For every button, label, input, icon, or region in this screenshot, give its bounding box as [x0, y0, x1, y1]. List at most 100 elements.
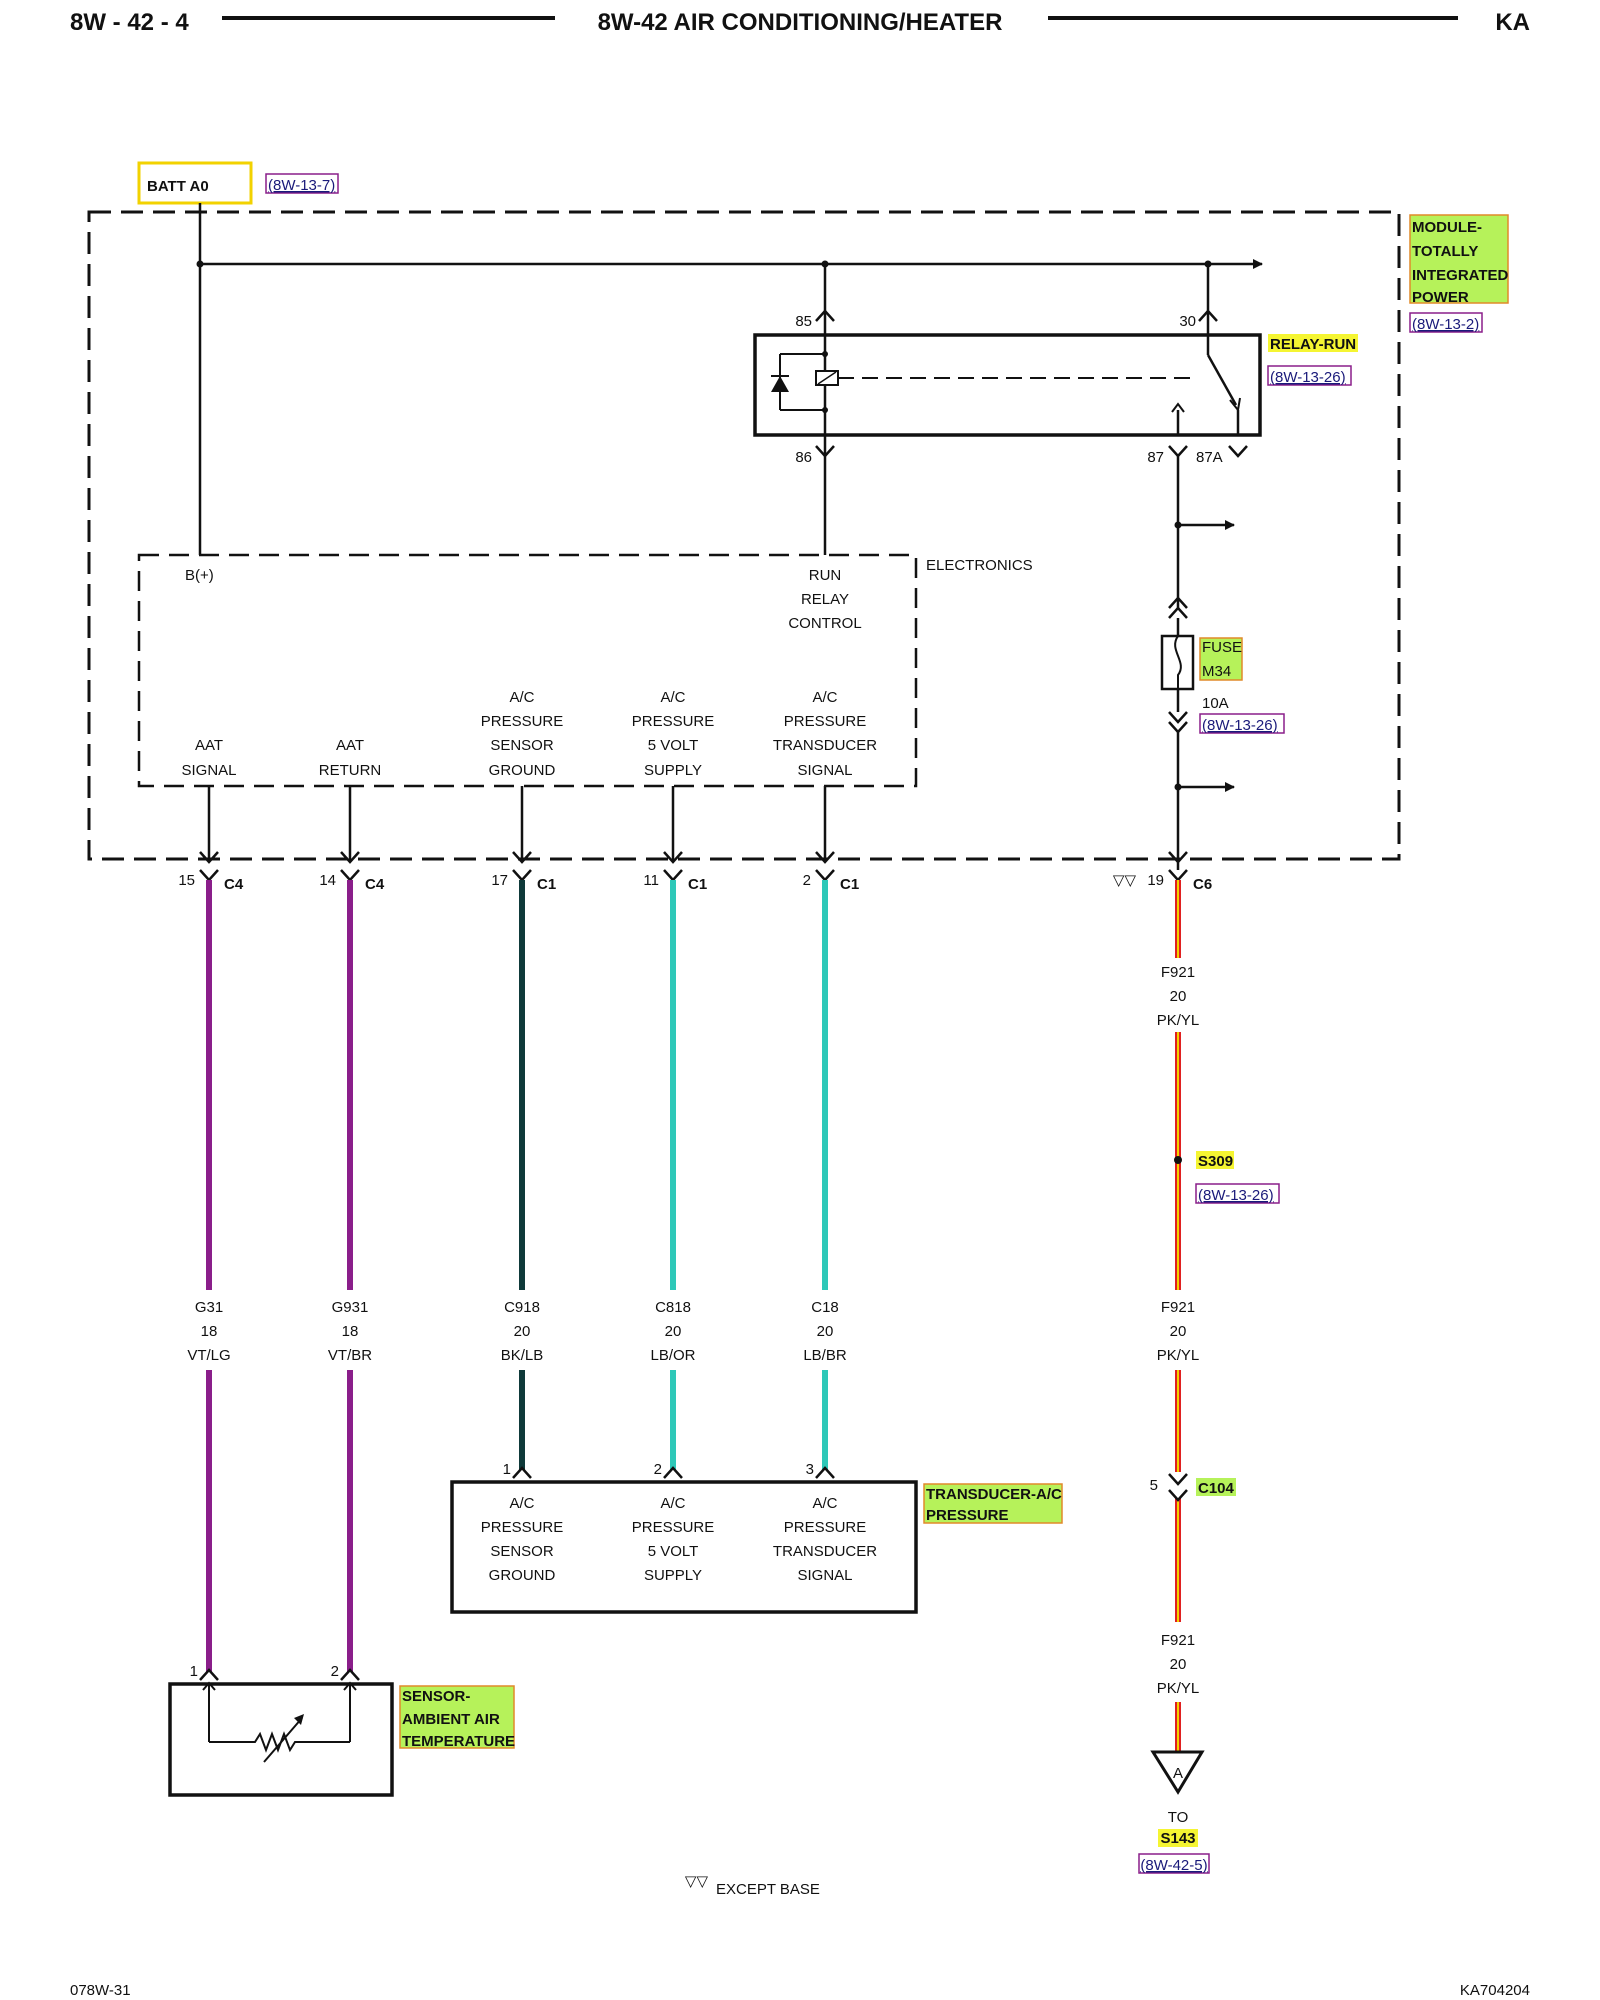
- page-footer: 078W-31 KA704204: [70, 1982, 1530, 1999]
- fuse-rating: 10A: [1202, 695, 1229, 712]
- wire-g931-gauge: 18: [342, 1323, 359, 1340]
- conn-pin-6: 19: [1147, 872, 1164, 889]
- relay-pin-30: 30: [1179, 313, 1196, 330]
- wire-g31-gauge: 18: [201, 1323, 218, 1340]
- wire-f921-gauge-2: 20: [1170, 1323, 1187, 1340]
- conn-name-6: C6: [1193, 876, 1212, 893]
- conn-pin-1: 15: [178, 872, 195, 889]
- transducer-supply-1: A/C: [660, 1495, 685, 1512]
- relay-label: RELAY-RUN: [1270, 336, 1356, 353]
- power-source: BATT A0 (8W-13-7): [137, 161, 339, 205]
- module-ref[interactable]: (8W-13-2): [1412, 316, 1479, 333]
- sensor-label-2: AMBIENT AIR: [402, 1711, 500, 1728]
- offpage-to: TO: [1168, 1809, 1189, 1826]
- sensor-label-3: TEMPERATURE: [402, 1733, 515, 1750]
- page-header: 8W - 42 - 4 8W-42 AIR CONDITIONING/HEATE…: [70, 9, 1530, 36]
- pin-sensor-ground-2: PRESSURE: [481, 713, 564, 730]
- wire-g931: G931 18 VT/BR: [328, 880, 372, 1672]
- conn-marker-6: ▽▽: [1113, 872, 1137, 889]
- electronics-label: ELECTRONICS: [926, 557, 1033, 574]
- legend-marker: ▽▽: [685, 1873, 709, 1890]
- conn-name-4: C1: [688, 876, 707, 893]
- legend: ▽▽ EXCEPT BASE: [685, 1873, 820, 1898]
- transducer-supply-2: PRESSURE: [632, 1519, 715, 1536]
- wire-g31-circuit: G31: [195, 1299, 223, 1316]
- transducer-pin-3: 3: [806, 1461, 814, 1478]
- transducer-supply-3: 5 VOLT: [648, 1543, 699, 1560]
- sensor-pin-2: 2: [331, 1663, 339, 1680]
- run-relay-control-1: RUN: [809, 567, 842, 584]
- splice-label: S309: [1198, 1153, 1233, 1170]
- pin-5v-supply-3: 5 VOLT: [648, 737, 699, 754]
- sensor-pin-1: 1: [190, 1663, 198, 1680]
- conn-pin-5: 2: [803, 872, 811, 889]
- transducer-pin-1: 1: [503, 1461, 511, 1478]
- conn-name-1: C4: [224, 876, 244, 893]
- page-title: 8W-42 AIR CONDITIONING/HEATER: [598, 9, 1003, 36]
- wire-c818-color: LB/OR: [650, 1347, 695, 1364]
- fuse-branch: FUSE M34 10A (8W-13-26): [1160, 456, 1285, 870]
- model-code: KA: [1495, 9, 1530, 36]
- batt-label: BATT A0: [147, 178, 209, 195]
- wire-c18: C18 20 LB/BR: [803, 880, 847, 1470]
- module-label-3: INTEGRATED: [1412, 267, 1509, 284]
- pin-5v-supply-4: SUPPLY: [644, 762, 702, 779]
- batt-ref[interactable]: (8W-13-7): [268, 177, 335, 194]
- relay-pin-85: 85: [795, 313, 812, 330]
- wire-f921-color-2: PK/YL: [1157, 1347, 1200, 1364]
- conn-pin-3: 17: [491, 872, 508, 889]
- conn-pin-2: 14: [319, 872, 336, 889]
- wire-g931-color: VT/BR: [328, 1347, 372, 1364]
- offpage-ref[interactable]: (8W-42-5): [1140, 1857, 1207, 1874]
- wire-f921-gauge-3: 20: [1170, 1656, 1187, 1673]
- splice-ref[interactable]: (8W-13-26): [1198, 1187, 1274, 1204]
- pin-transducer-signal-4: SIGNAL: [797, 762, 852, 779]
- connector-c104: 5 C104: [1150, 1473, 1236, 1502]
- wire-c918: C918 20 BK/LB: [501, 880, 543, 1470]
- module-tipm: MODULE- TOTALLY INTEGRATED POWER (8W-13-…: [87, 210, 1509, 861]
- conn-name-3: C1: [537, 876, 556, 893]
- electronics-box: ELECTRONICS B(+) RUN RELAY CONTROL AAT S…: [137, 553, 1033, 788]
- wire-f921: F921 20 PK/YL F921 20 PK/YL F921 20 PK/Y…: [1157, 880, 1200, 1752]
- conn-pin-4: 11: [643, 872, 659, 889]
- transducer-signal-3: TRANSDUCER: [773, 1543, 877, 1560]
- fuse-label-2: M34: [1202, 663, 1231, 680]
- fuse-label-1: FUSE: [1202, 639, 1242, 656]
- module-connectors: 15 C4 14 C4 17 C1 11 C1 2 C1 ▽▽ 19 C6: [178, 786, 1212, 893]
- offpage-letter: A: [1173, 1765, 1183, 1782]
- transducer-signal-1: A/C: [812, 1495, 837, 1512]
- pin-transducer-signal-3: TRANSDUCER: [773, 737, 877, 754]
- wire-c918-circuit: C918: [504, 1299, 540, 1316]
- batt-bus: [196, 203, 1263, 555]
- c104-pin: 5: [1150, 1477, 1158, 1494]
- legend-text: EXCEPT BASE: [716, 1881, 820, 1898]
- conn-name-2: C4: [365, 876, 385, 893]
- wire-c818: C818 20 LB/OR: [650, 880, 696, 1470]
- wire-f921-gauge-1: 20: [1170, 988, 1187, 1005]
- transducer-supply-4: SUPPLY: [644, 1567, 702, 1584]
- pin-aat-return-2: RETURN: [319, 762, 382, 779]
- sensor-ambient-air-temp: 1 2 SENSOR- AMBIENT AIR TEMPERATURE: [168, 1663, 515, 1797]
- pin-aat-return-1: AAT: [336, 737, 364, 754]
- wire-f921-color-1: PK/YL: [1157, 1012, 1200, 1029]
- transducer-pin-2: 2: [654, 1461, 662, 1478]
- run-relay-control-2: RELAY: [801, 591, 849, 608]
- run-relay-control-3: CONTROL: [788, 615, 861, 632]
- relay-pin-86: 86: [795, 449, 812, 466]
- transducer-signal-4: SIGNAL: [797, 1567, 852, 1584]
- wire-g931-circuit: G931: [332, 1299, 369, 1316]
- relay-ref[interactable]: (8W-13-26): [1270, 369, 1346, 386]
- pin-sensor-ground-1: A/C: [509, 689, 534, 706]
- wire-c18-color: LB/BR: [803, 1347, 847, 1364]
- pin-transducer-signal-1: A/C: [812, 689, 837, 706]
- transducer-label-1: TRANSDUCER-A/C: [926, 1486, 1062, 1503]
- wire-g31: G31 18 VT/LG: [187, 880, 231, 1672]
- module-label-2: TOTALLY: [1412, 243, 1478, 260]
- wires: G31 18 VT/LG G931 18 VT/BR C918 20 BK/LB…: [187, 880, 1199, 1752]
- splice-s309: S309 (8W-13-26): [1174, 1151, 1280, 1204]
- offpage-target: S143: [1160, 1830, 1195, 1847]
- pin-transducer-signal-2: PRESSURE: [784, 713, 867, 730]
- offpage-connector-a[interactable]: A TO S143 (8W-42-5): [1138, 1750, 1210, 1874]
- fuse-ref[interactable]: (8W-13-26): [1202, 717, 1278, 734]
